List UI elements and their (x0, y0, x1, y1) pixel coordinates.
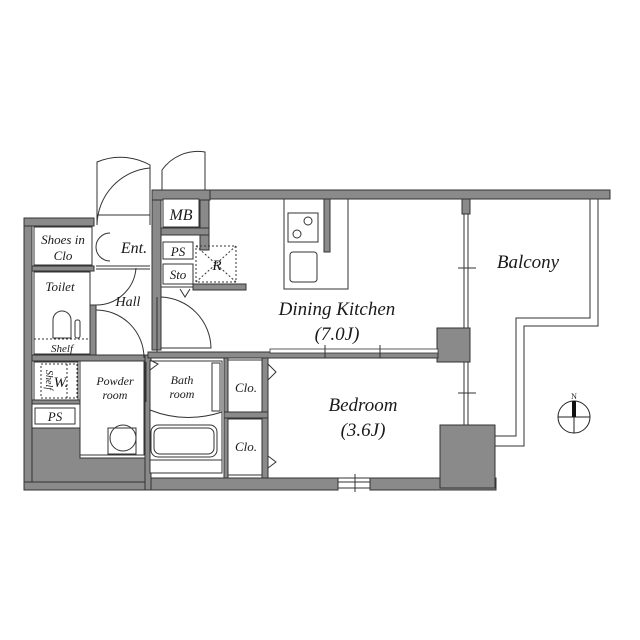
shoes-closet-door (95, 232, 111, 262)
svg-text:(7.0J): (7.0J) (315, 324, 360, 345)
shoes-closet (33, 226, 93, 266)
svg-text:Clo.: Clo. (235, 439, 257, 454)
bathtub-icon (150, 424, 218, 458)
svg-text:Toilet: Toilet (45, 279, 75, 294)
hall-doors (95, 267, 212, 359)
svg-text:Sto: Sto (170, 267, 187, 282)
svg-text:PS: PS (47, 409, 63, 424)
svg-text:Bedroom: Bedroom (329, 395, 398, 416)
pipe-space-upper (162, 241, 194, 260)
svg-text:Powder: Powder (95, 374, 134, 388)
toilet-icon (52, 310, 81, 339)
closet-upper (227, 359, 263, 413)
svg-text:Shelf: Shelf (43, 370, 54, 391)
svg-text:Dining Kitchen: Dining Kitchen (278, 299, 396, 320)
compass-north-label: N (571, 392, 577, 401)
bath-door-marker (149, 359, 159, 371)
refrigerator-space (195, 245, 237, 283)
closet-upper-door-marker (267, 363, 277, 381)
svg-text:PS: PS (170, 244, 186, 259)
entrance-door (96, 156, 151, 226)
svg-text:Bath: Bath (171, 373, 194, 387)
kitchen-counter (283, 198, 349, 290)
svg-text:Balcony: Balcony (497, 252, 560, 273)
svg-text:Clo.: Clo. (235, 380, 257, 395)
meter-box (162, 198, 200, 228)
svg-text:room: room (170, 387, 195, 401)
mb-door (161, 150, 206, 190)
sink-icon (289, 251, 318, 283)
washer-space (33, 361, 79, 401)
svg-text:Shelf: Shelf (51, 343, 75, 355)
closet-lower (227, 418, 263, 476)
sink-icon (107, 424, 137, 455)
compass-icon: N (557, 392, 591, 434)
stove-burner-icon (292, 229, 302, 239)
svg-text:Shoes in: Shoes in (41, 232, 85, 247)
svg-text:room: room (103, 388, 128, 402)
closet-lower-door-marker (267, 455, 277, 469)
svg-text:MB: MB (168, 207, 192, 224)
svg-text:R: R (211, 258, 221, 274)
toilet-room (33, 271, 91, 355)
svg-text:(3.6J): (3.6J) (341, 420, 386, 441)
svg-text:Hall: Hall (115, 295, 141, 310)
storage-door-marker (179, 288, 191, 298)
balcony-outline (495, 199, 599, 447)
powder-room (79, 360, 145, 456)
walls (23, 189, 611, 491)
svg-text:W.: W. (54, 375, 69, 391)
svg-text:Ent.: Ent. (120, 240, 147, 257)
pipe-space-lower (34, 407, 76, 425)
stove-burner-icon (303, 216, 313, 226)
storage (162, 263, 194, 285)
svg-text:Clo: Clo (54, 248, 73, 263)
